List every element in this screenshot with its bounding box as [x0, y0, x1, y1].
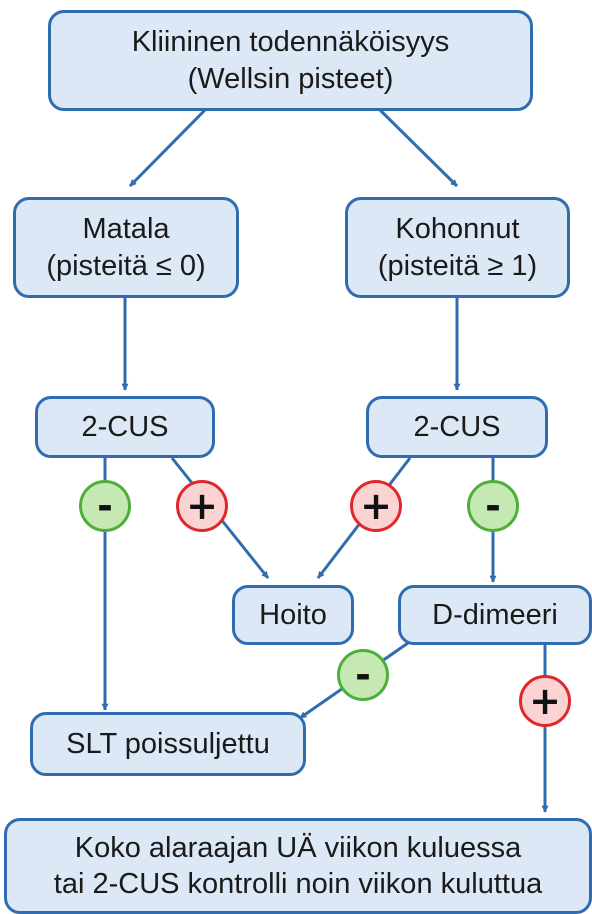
positive-sign-cus-right: + — [350, 480, 402, 532]
node-full-leg-ultrasound: Koko alaraajan UÄ viikon kuluessa tai 2-… — [4, 818, 592, 914]
negative-sign-cus-right: - — [467, 480, 519, 532]
node-treatment: Hoito — [232, 585, 354, 645]
negative-sign-d-dimer: - — [337, 649, 389, 701]
negative-sign-cus-left: - — [79, 480, 131, 532]
arrow-top-to-low — [128, 108, 207, 188]
positive-sign-d-dimer: + — [519, 675, 571, 727]
node-2cus-right: 2-CUS — [366, 396, 548, 458]
node-low-probability: Matala (pisteitä ≤ 0) — [13, 197, 239, 298]
arrow-top-to-elevated — [378, 108, 459, 188]
node-clinical-probability: Kliininen todennäköisyys (Wellsin pistee… — [48, 10, 533, 111]
node-elevated-probability: Kohonnut (pisteitä ≥ 1) — [345, 197, 570, 298]
node-dvt-excluded: SLT poissuljettu — [30, 712, 306, 776]
node-d-dimer: D-dimeeri — [398, 585, 592, 645]
node-2cus-left: 2-CUS — [35, 396, 215, 458]
positive-sign-cus-left: + — [176, 480, 228, 532]
